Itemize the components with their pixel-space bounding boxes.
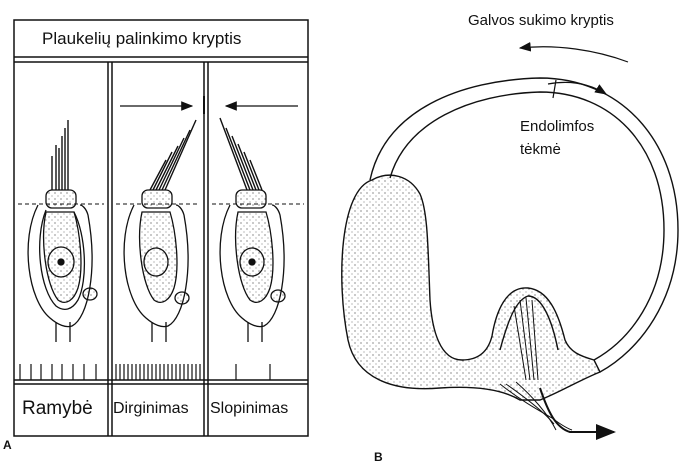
endolymph-label-line1: Endolimfos [520,118,594,135]
panel-b-title: Galvos sukimo kryptis [468,12,614,29]
label-excitation: Dirginimas [113,400,189,418]
panel-a-title: Plaukelių palinkimo kryptis [42,29,241,49]
spike-train-excitation [116,364,200,380]
panel-a-label: A [3,438,12,452]
label-rest: Ramybė [22,398,93,420]
hair-cell-excitation [124,120,196,342]
hair-cell-rest [28,120,97,342]
ampulla [342,175,600,430]
label-inhibition: Slopinimas [210,400,288,418]
spike-train-inhibition [236,364,270,380]
bend-direction-arrows [120,96,298,114]
spike-train-rest [20,364,96,380]
panel-b-label: B [374,450,383,462]
hair-cell-inhibition [220,118,285,342]
endolymph-label-line2: tėkmė [520,141,561,158]
rotation-arrows [520,47,628,98]
